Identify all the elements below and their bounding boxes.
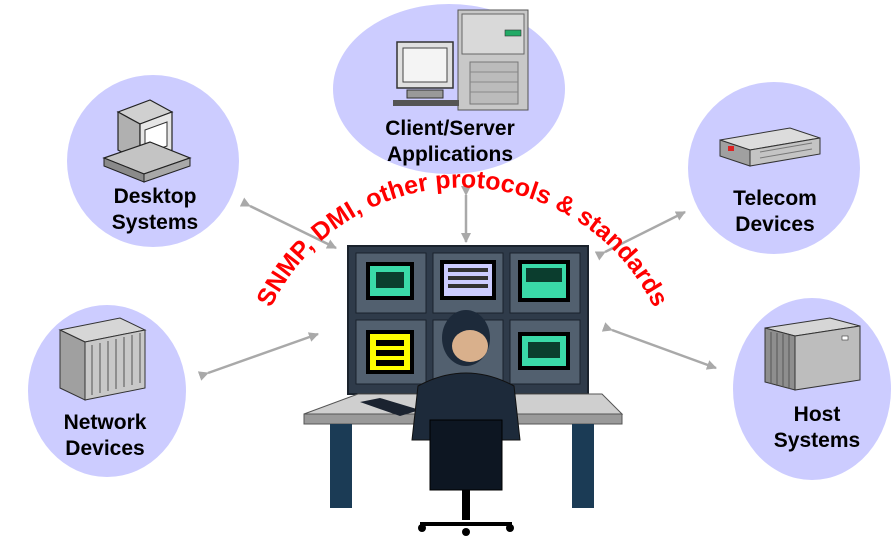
network-label: Network Devices [40,410,170,462]
host-line2: Systems [773,429,861,452]
telecom-circle [688,82,860,254]
network-line1: Network [63,411,147,434]
screen-4 [366,330,414,374]
host-system-icon [764,317,861,391]
connection-arrows [197,186,717,381]
host-label: Host Systems [752,402,882,454]
screen-1 [366,262,414,300]
client-server-line2: Applications [386,143,513,166]
desktop-line1: Desktop [113,185,197,208]
telecom-line1: Telecom [733,187,817,210]
screen-3 [518,260,570,302]
telecom-device-icon [719,127,821,167]
monitor-wall [347,245,589,395]
desktop-computer-icon [102,99,192,183]
host-line1: Host [793,403,841,426]
screen-2 [440,260,496,300]
network-line2: Devices [65,437,145,460]
screen-6 [518,332,570,370]
desktop-line2: Systems [111,211,199,234]
telecom-line2: Devices [735,213,815,236]
server-computer-icon [393,9,529,111]
network-rack-icon [58,317,147,401]
arrow-host [601,322,717,370]
client-server-label: Client/Server Applications [370,116,530,168]
desktop-label: Desktop Systems [90,184,220,236]
operator-figure [411,310,521,536]
arrow-network [197,332,319,381]
arrow-desktop [239,197,337,250]
arrow-telecom [594,210,686,261]
telecom-label: Telecom Devices [710,186,840,238]
client-server-line1: Client/Server [385,117,515,140]
